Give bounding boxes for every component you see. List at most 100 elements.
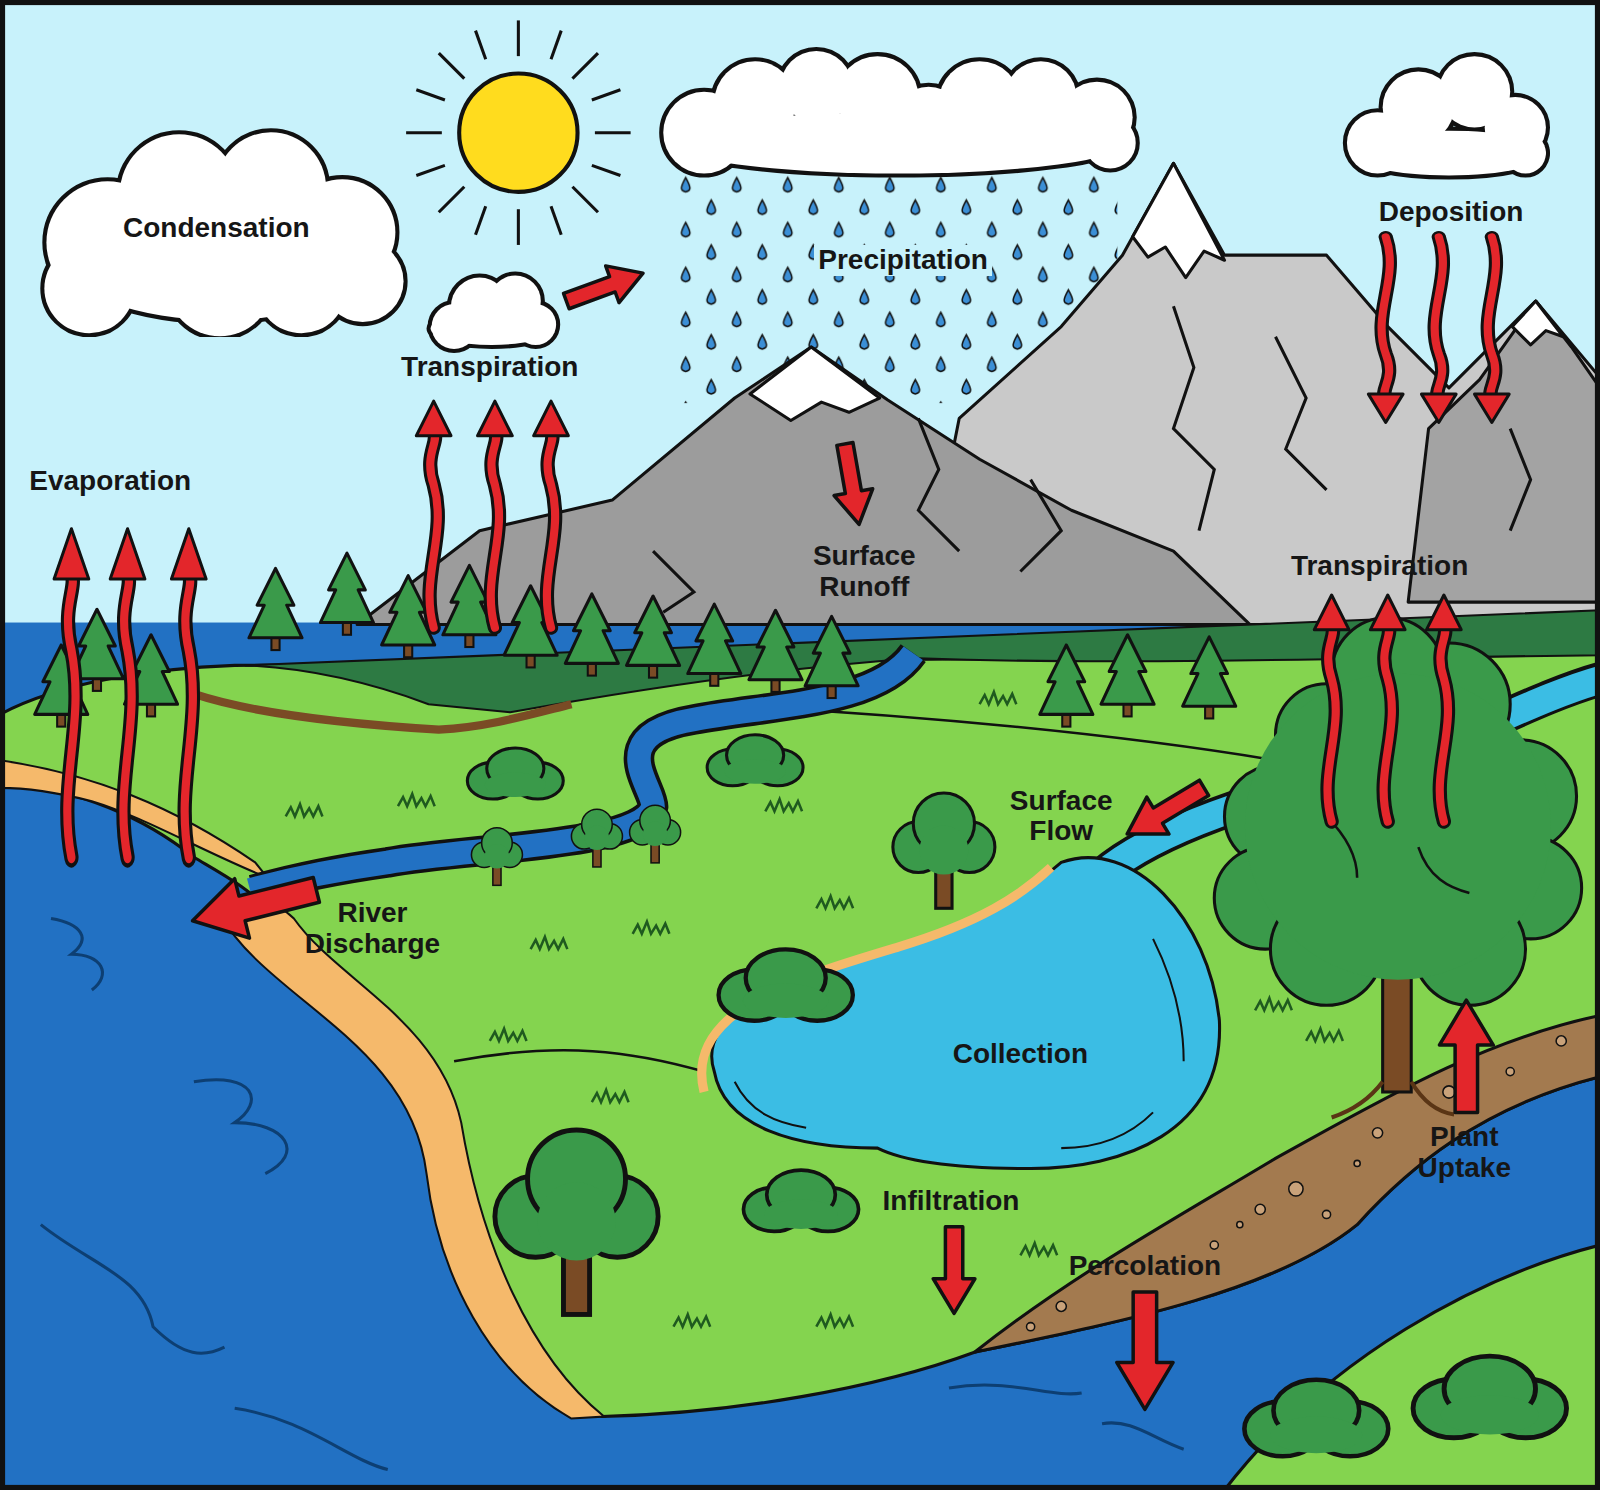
cloud-label: Condensation xyxy=(123,213,310,244)
lake-part xyxy=(1061,1112,1153,1148)
soil-part-part xyxy=(1289,1182,1303,1196)
mountains-part xyxy=(653,551,694,612)
process-arrows-part xyxy=(110,529,145,858)
clouds-part xyxy=(663,51,1135,173)
grass-part xyxy=(1255,998,1292,1010)
clouds-part xyxy=(1347,56,1546,175)
trees-part xyxy=(467,748,563,799)
sea-part xyxy=(41,1225,225,1354)
grass-part xyxy=(1020,1243,1057,1255)
process-arrows-part xyxy=(826,441,879,528)
sea-part xyxy=(51,918,102,989)
process-label: Precipitation xyxy=(814,245,992,276)
sun-part-part xyxy=(517,209,520,245)
soil-part-part xyxy=(1056,1301,1066,1311)
mountains-part xyxy=(1512,301,1563,345)
land-part xyxy=(194,694,572,730)
soil-part-part xyxy=(1506,1067,1514,1075)
sea-part xyxy=(949,1385,1082,1394)
grass-part xyxy=(398,794,435,806)
process-arrows-part xyxy=(1421,237,1456,423)
trees-part xyxy=(1214,617,1581,1117)
trees-part xyxy=(565,594,618,676)
sun-part-part xyxy=(476,206,486,235)
grass-part xyxy=(490,1029,527,1041)
trees-part xyxy=(627,596,680,678)
mountains-part xyxy=(750,347,880,420)
sun-part-part xyxy=(551,206,561,235)
trees-part xyxy=(743,1170,858,1231)
process-arrows-part xyxy=(185,860,324,950)
grass-part xyxy=(673,1314,710,1326)
trees-part xyxy=(571,809,622,867)
process-arrows-part xyxy=(54,529,89,858)
process-label: Deposition xyxy=(1379,197,1524,228)
trees-part xyxy=(630,805,681,863)
grass-part xyxy=(1306,1029,1343,1041)
process-label: Surface Flow xyxy=(1010,786,1113,848)
land xyxy=(0,610,1600,1418)
soil-part-part xyxy=(1255,1204,1265,1214)
soil xyxy=(974,1015,1600,1490)
trees-part xyxy=(805,616,858,698)
trees-part xyxy=(749,610,802,692)
trees-part xyxy=(1101,635,1154,717)
process-label: Plant Uptake xyxy=(1418,1122,1511,1184)
lake-part xyxy=(1153,939,1184,1061)
sun-part-part xyxy=(476,31,486,60)
process-arrows xyxy=(54,237,1509,1410)
process-arrows-part xyxy=(1427,595,1462,822)
trees-part xyxy=(320,553,373,635)
mountains-part xyxy=(1020,480,1061,572)
soil-part-part xyxy=(1237,1222,1243,1228)
sun xyxy=(406,20,630,245)
river-part xyxy=(250,653,913,890)
sun-part-part xyxy=(439,53,465,79)
trees-part xyxy=(707,735,803,786)
mountains-part xyxy=(1510,429,1530,531)
trees-part xyxy=(1183,637,1236,719)
process-arrows-part xyxy=(1368,237,1403,423)
sea-part xyxy=(0,623,1600,1490)
trees-part xyxy=(249,568,302,650)
clouds-part xyxy=(1347,56,1546,175)
lake-part xyxy=(735,1082,806,1128)
trees-part xyxy=(688,604,741,686)
trees-part-part xyxy=(1332,1082,1454,1118)
frame xyxy=(3,3,1598,1488)
process-arrows-part xyxy=(560,255,650,320)
process-arrows-part xyxy=(1116,769,1215,852)
process-label: Percolation xyxy=(1069,1251,1221,1282)
process-label: Surface Runoff xyxy=(813,541,916,603)
river-part xyxy=(253,653,913,890)
sun-part-part xyxy=(592,165,621,175)
grass-part xyxy=(980,692,1017,704)
trees-part xyxy=(719,949,853,1020)
trees-part xyxy=(893,793,995,908)
process-label: Evaporation xyxy=(29,466,191,497)
cloud-shape-layer xyxy=(44,133,403,337)
soil-part-part xyxy=(1322,1210,1330,1218)
process-label: Infiltration xyxy=(883,1186,1020,1217)
process-arrows-part xyxy=(1370,595,1405,822)
grass xyxy=(286,692,1343,1327)
lake-part xyxy=(712,858,1220,1169)
process-arrows-part xyxy=(1439,1000,1493,1112)
sky-part xyxy=(0,0,1600,628)
cloud-shape-layer xyxy=(44,133,403,337)
sky xyxy=(0,0,1600,628)
clouds-part xyxy=(431,276,557,349)
grass-part xyxy=(816,1314,853,1326)
process-arrows-part xyxy=(171,529,206,858)
trees-part xyxy=(1244,1380,1388,1457)
sea xyxy=(0,623,1600,1490)
soil-part-part xyxy=(1354,1160,1360,1166)
trees-part-part xyxy=(1327,816,1470,893)
process-arrows-part xyxy=(1117,1292,1173,1409)
trees-part xyxy=(1040,645,1093,727)
trees-part xyxy=(495,1130,658,1315)
mountains xyxy=(357,163,1600,624)
soil-part xyxy=(1224,1245,1600,1490)
process-arrows-part xyxy=(1314,595,1349,822)
grass-part xyxy=(816,896,853,908)
